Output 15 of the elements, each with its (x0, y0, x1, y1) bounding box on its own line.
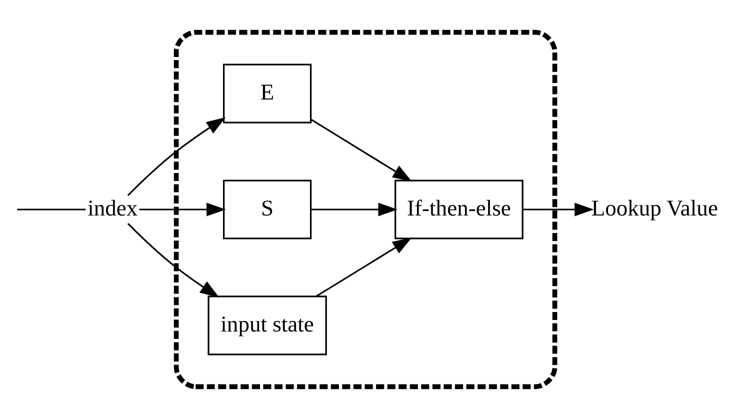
node-text: Lookup Value (591, 195, 718, 220)
cluster (174, 30, 558, 390)
arrow (310, 118, 412, 182)
node-box: E (223, 64, 312, 124)
node-box: S (223, 180, 312, 240)
node-text: index (88, 195, 138, 220)
node-box: input state (208, 296, 327, 356)
arrow (139, 202, 226, 216)
connector (17, 208, 86, 210)
arrow (311, 202, 398, 216)
arrow (523, 202, 594, 216)
arrow (127, 223, 220, 298)
arrow (316, 237, 412, 297)
arrow (127, 117, 226, 196)
node-box: If-then-else (394, 180, 524, 240)
